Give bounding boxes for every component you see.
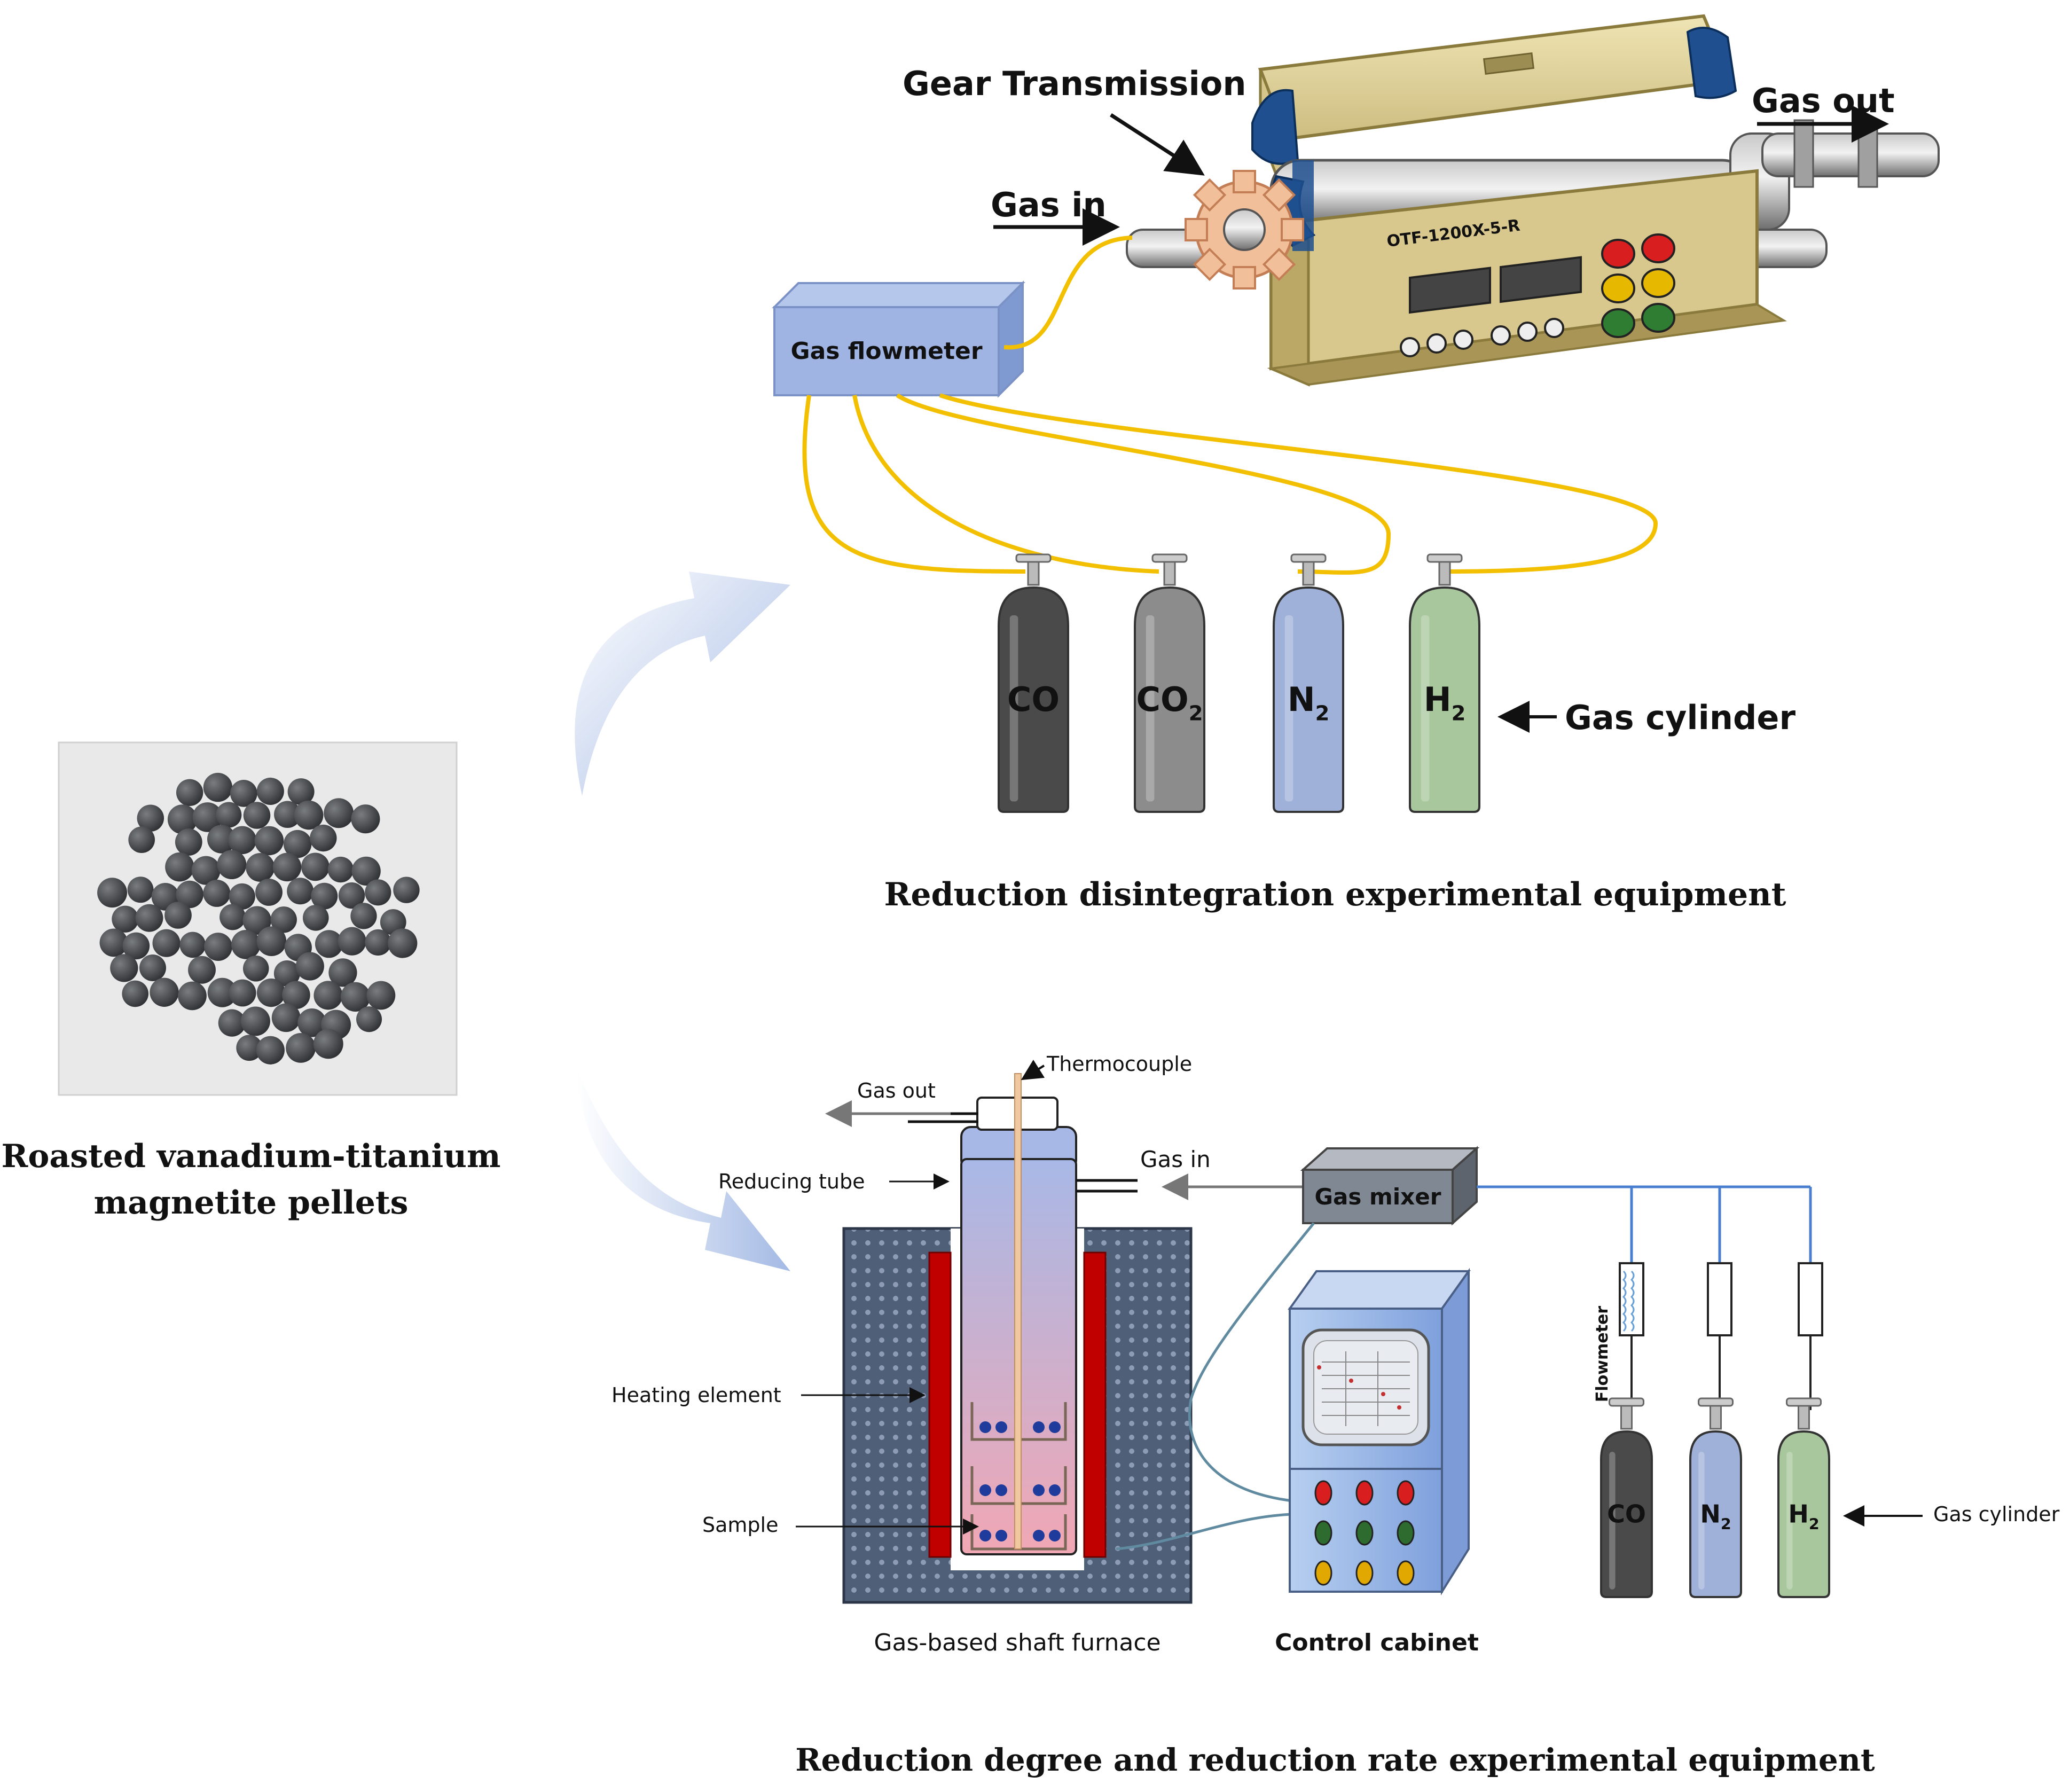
bottom-gas-cylinder-label: Gas cylinder (1933, 1503, 2060, 1526)
gear-icon (1185, 170, 1304, 289)
bottom-gas-in-label: Gas in (1140, 1146, 1211, 1172)
bottom-caption: Reduction degree and reduction rate expe… (795, 1742, 1875, 1778)
top-cylinder-0: CO (998, 553, 1069, 813)
shaft-furnace (842, 1073, 1193, 1604)
furnace-label: Gas-based shaft furnace (874, 1629, 1161, 1656)
top-cylinder-2: N2 (1273, 553, 1344, 813)
heating-element-label: Heating element (611, 1383, 781, 1407)
gas-mixer-label: Gas mixer (1315, 1184, 1441, 1210)
flowmeter-label: Flowmeter (1593, 1306, 1612, 1402)
top-gas-cylinder-label: Gas cylinder (1565, 698, 1795, 737)
gas-flowmeter-label: Gas flowmeter (790, 338, 982, 365)
pellets-caption-line1: Roasted vanadium-titanium (2, 1138, 501, 1175)
top-cylinder-label-1: CO2 (1136, 680, 1203, 725)
gear-transmission-label: Gear Transmission (903, 64, 1246, 103)
arrow-to-top-icon (575, 572, 790, 796)
top-cylinder-label-0: CO (1007, 680, 1060, 719)
arrow-to-bottom-icon (577, 1068, 790, 1271)
tube-furnace (1126, 14, 1940, 387)
sample-label: Sample (702, 1513, 778, 1537)
top-gas-in-label: Gas in (991, 185, 1107, 224)
control-cabinet (1288, 1267, 1471, 1595)
bottom-cylinder-2: H2 (1777, 1397, 1830, 1598)
pellets-photo (58, 741, 458, 1096)
top-cylinder-3: H2 (1409, 553, 1480, 813)
top-caption: Reduction disintegration experimental eq… (884, 876, 1786, 913)
reducing-tube-label: Reducing tube (718, 1170, 865, 1193)
thermocouple-label: Thermocouple (1046, 1052, 1192, 1076)
bottom-cylinder-1: N2 (1689, 1397, 1742, 1598)
bottom-flowmeters (1619, 1262, 1823, 1410)
gas-mixer-box (1300, 1146, 1480, 1226)
bottom-cylinder-0: CO (1600, 1397, 1653, 1598)
bottom-cylinder-label-0: CO (1607, 1500, 1646, 1529)
thermocouple-arrow (1021, 1059, 1045, 1081)
gear-pointer-arrow (1110, 113, 1205, 176)
pellets-caption-line2: magnetite pellets (94, 1184, 409, 1222)
top-gas-out-label: Gas out (1752, 81, 1895, 120)
control-cabinet-label: Control cabinet (1275, 1629, 1479, 1656)
gas-lines-top (802, 236, 1658, 575)
top-cylinder-1: CO2 (1134, 553, 1205, 813)
bottom-gas-out-label: Gas out (857, 1079, 936, 1102)
gas-flowmeter-box (772, 280, 1025, 398)
gas-lines-bottom (1477, 1185, 1812, 1263)
